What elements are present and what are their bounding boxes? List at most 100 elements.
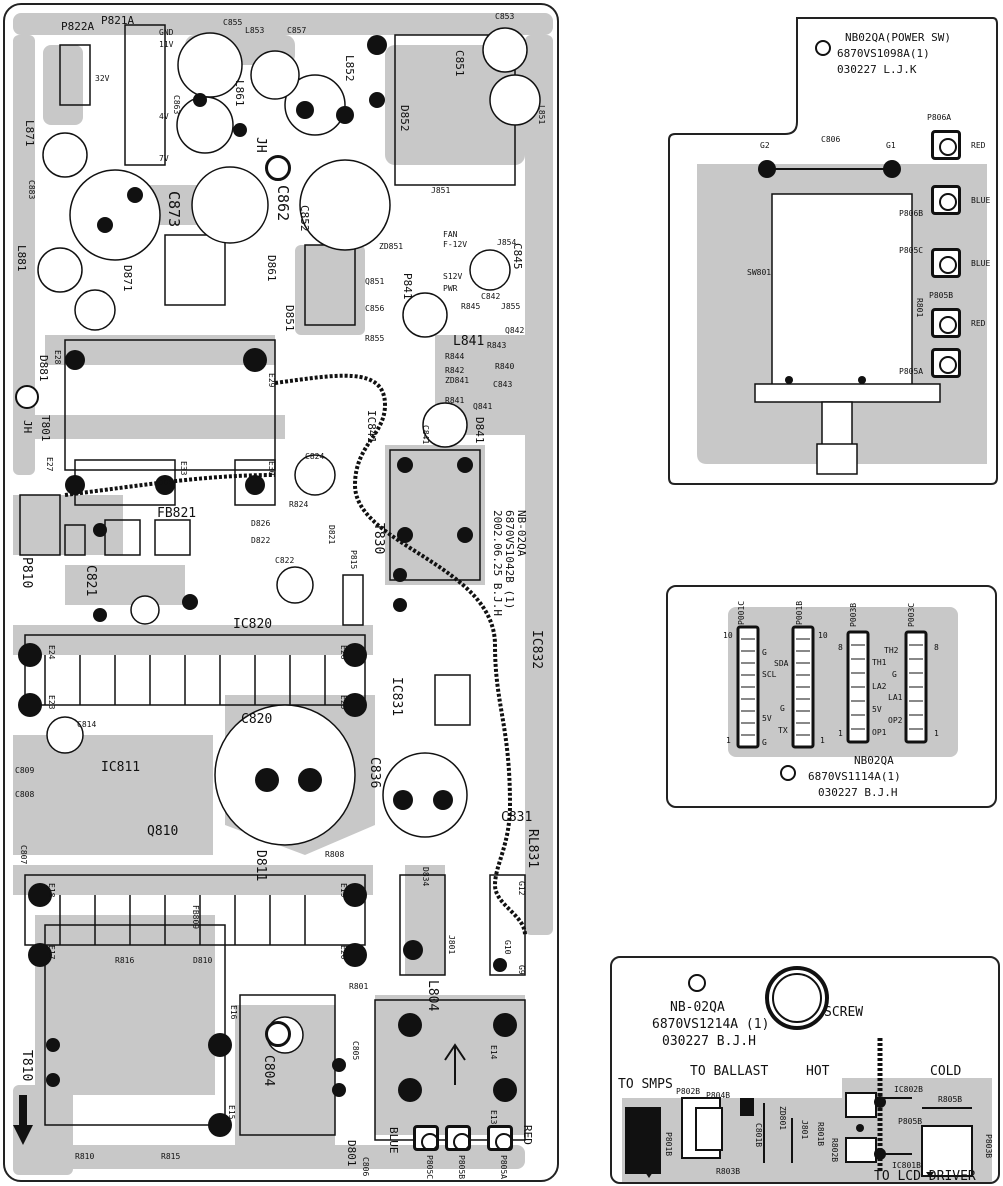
sig-op2: OP2 xyxy=(888,716,903,725)
label-p815: P815 xyxy=(349,550,358,570)
sig-g-1: G xyxy=(762,648,767,657)
sig-op1: OP1 xyxy=(872,728,887,737)
label-e20: E20 xyxy=(339,945,348,960)
label-r855: R855 xyxy=(365,334,385,343)
label-e27: E27 xyxy=(45,457,54,472)
label-red: RED xyxy=(521,1125,534,1145)
label-t801: T801 xyxy=(39,415,52,442)
p805c-pad xyxy=(931,248,961,278)
label-d852: D852 xyxy=(398,105,411,132)
board-date-text: 2002.06.25 B.J.H xyxy=(491,510,504,616)
sig-5v: 5V xyxy=(762,714,772,723)
label-c824: C824 xyxy=(305,452,325,461)
mount-hole xyxy=(688,974,706,992)
label-ic841: IC841 xyxy=(365,410,378,444)
label-gnd: GND xyxy=(159,28,174,37)
label-c807: C807 xyxy=(19,845,28,865)
label-e29: E29 xyxy=(267,373,276,388)
sig-g-4: G xyxy=(892,670,897,679)
to-lcd-driver-label: TO LCD DRIVER xyxy=(874,1169,976,1184)
label-g10: G10 xyxy=(503,940,512,955)
wire-color-blue-1: BLUE xyxy=(971,196,991,205)
label-j855: J855 xyxy=(501,302,521,311)
connector-board: P001C P001B P003B P003C 10 10 1 1 8 8 1 … xyxy=(666,585,997,808)
label-32v: 32V xyxy=(95,74,110,83)
label-sw801: SW801 xyxy=(747,268,772,277)
label-d811: D811 xyxy=(253,850,268,882)
label-p805b: P805B xyxy=(929,291,954,300)
power-sw-date: 030227 L.J.K xyxy=(837,63,917,76)
label-e17: E17 xyxy=(47,945,56,960)
label-e16: E16 xyxy=(229,1005,238,1020)
label-p003b: P003B xyxy=(849,602,858,627)
label-zd851: ZD851 xyxy=(379,242,404,251)
label-c809: C809 xyxy=(15,766,35,775)
label-p805c: P805C xyxy=(899,246,924,255)
label-d881: D881 xyxy=(37,355,50,382)
sig-la2: LA2 xyxy=(872,682,887,691)
lcd-board-title: NB-02QA xyxy=(670,1000,725,1015)
p805a-pad xyxy=(487,1125,513,1151)
label-e28: E28 xyxy=(53,350,62,365)
label-r816: R816 xyxy=(115,956,135,965)
mount-hole xyxy=(815,40,831,56)
label-d826: D826 xyxy=(251,519,271,528)
label-j854: J854 xyxy=(497,238,517,247)
label-t810: T810 xyxy=(19,1050,34,1082)
power-sw-partno: 6870VS1098A(1) xyxy=(837,47,930,60)
label-g12: G12 xyxy=(517,881,526,896)
label-fb821: FB821 xyxy=(157,506,197,521)
label-g9: G9 xyxy=(517,965,526,975)
label-e19: E19 xyxy=(339,883,348,898)
label-e24: E24 xyxy=(47,645,56,660)
p805a-pad xyxy=(931,348,961,378)
label-jh-1: JH xyxy=(21,420,34,434)
label-r810: R810 xyxy=(75,1152,95,1161)
label-l861: L861 xyxy=(233,80,246,107)
lcd-board-partno: 6870VS1214A (1) xyxy=(652,1017,770,1032)
label-c806: C806 xyxy=(361,1157,370,1177)
cold-label: COLD xyxy=(930,1064,962,1079)
hot-label: HOT xyxy=(806,1064,830,1079)
label-r843: R843 xyxy=(487,341,507,350)
label-c820: C820 xyxy=(241,712,273,727)
label-e14: E14 xyxy=(489,1045,498,1060)
label-p001c: P001C xyxy=(737,600,746,625)
label-c806: C806 xyxy=(821,135,841,144)
label-p801b: P801B xyxy=(664,1132,673,1157)
label-ic820: IC820 xyxy=(233,617,273,632)
label-zd841: ZD841 xyxy=(445,376,470,385)
power-sw-title: NB02QA(POWER SW) xyxy=(845,31,951,44)
label-d822: D822 xyxy=(251,536,271,545)
label-d871: D871 xyxy=(121,265,134,292)
label-r808: R808 xyxy=(325,850,345,859)
label-pwr: PWR xyxy=(443,284,458,293)
label-q851: Q851 xyxy=(365,277,385,286)
sig-5v-2: 5V xyxy=(872,705,882,714)
label-e18: E18 xyxy=(47,883,56,898)
label-p805b: P805B xyxy=(457,1155,466,1180)
label-c841: C841 xyxy=(421,425,430,445)
label-p805a: P805A xyxy=(499,1155,508,1180)
label-c853: C853 xyxy=(495,12,515,21)
label-p805a: P805A xyxy=(899,367,924,376)
label-j801: J801 xyxy=(800,1120,809,1140)
label-l871: L871 xyxy=(23,120,36,147)
pin-10-right: 10 xyxy=(818,631,828,640)
label-e25: E25 xyxy=(339,695,348,710)
label-d821: D821 xyxy=(327,525,336,545)
jh-mount-hole xyxy=(15,385,39,409)
lcd-traces xyxy=(622,966,992,1182)
pin-10-left: 10 xyxy=(723,631,733,640)
label-c845: C845 xyxy=(511,243,524,270)
label-e26: E26 xyxy=(339,645,348,660)
label-d851: D851 xyxy=(283,305,296,332)
power-sw-outline xyxy=(668,17,998,485)
label-r801: R801 xyxy=(349,982,369,991)
label-e13: E13 xyxy=(489,1110,498,1125)
label-blue: BLUE xyxy=(387,1127,400,1154)
label-j801: J801 xyxy=(447,935,456,955)
label-d810: D810 xyxy=(193,956,213,965)
pin-8-right: 8 xyxy=(934,643,939,652)
p806a-pad xyxy=(931,130,961,160)
